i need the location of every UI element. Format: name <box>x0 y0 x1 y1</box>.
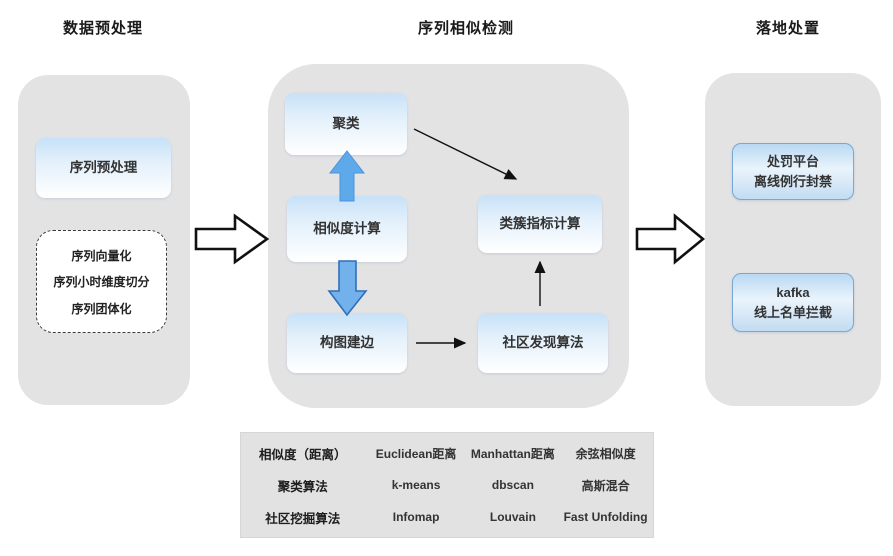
dashed-steps-box: 序列向量化 序列小时维度切分 序列团体化 <box>36 230 167 333</box>
legend-value: 高斯混合 <box>581 478 630 493</box>
legend-value: 余弦相似度 <box>575 446 636 461</box>
legend-value: Infomap <box>392 510 440 524</box>
node-graph-build: 构图建边 <box>287 313 407 373</box>
legend-label: 社区挖掘算法 <box>265 511 341 526</box>
step-item: 序列小时维度切分 <box>53 275 150 289</box>
node-label: 聚类 <box>332 115 360 131</box>
column-header-similarity-detection: 序列相似检测 <box>417 20 514 37</box>
node-label: 社区发现算法 <box>502 334 584 350</box>
legend-value: Euclidean距离 <box>375 446 457 461</box>
legend-label: 聚类算法 <box>277 479 328 494</box>
column-header-preprocessing: 数据预处理 <box>62 20 143 37</box>
legend-value: dbscan <box>491 478 534 492</box>
disposal-panel <box>705 73 881 406</box>
node-label: 相似度计算 <box>313 220 381 236</box>
node-label: 序列预处理 <box>69 159 138 175</box>
node-clustering: 聚类 <box>285 93 407 155</box>
node-label: 类簇指标计算 <box>499 215 581 231</box>
node-label-line1: 处罚平台 <box>766 154 819 169</box>
node-label-line2: 离线例行封禁 <box>753 173 832 189</box>
node-cluster-metrics: 类簇指标计算 <box>478 195 602 253</box>
legend-value: Fast Unfolding <box>563 510 648 524</box>
node-kafka: kafka 线上名单拦截 <box>732 273 854 332</box>
column-header-disposal: 落地处置 <box>755 20 820 37</box>
legend-row: 社区挖掘算法 Infomap Louvain Fast Unfolding <box>241 501 653 533</box>
node-sequence-preprocess: 序列预处理 <box>36 138 171 198</box>
flow-arrow-right-icon <box>635 213 706 265</box>
node-punish-platform: 处罚平台 离线例行封禁 <box>732 143 854 200</box>
legend-value: k-means <box>391 478 441 492</box>
node-similarity-calc: 相似度计算 <box>287 196 407 262</box>
step-item: 序列向量化 <box>71 248 132 263</box>
node-label-line1: kafka <box>776 285 810 300</box>
node-label-line2: 线上名单拦截 <box>753 304 832 320</box>
node-label: 构图建边 <box>320 334 374 350</box>
legend-label: 相似度（距离） <box>259 447 347 462</box>
flow-arrow-left-icon <box>194 213 270 265</box>
legend-table: 相似度（距离） Euclidean距离 Manhattan距离 余弦相似度 聚类… <box>240 432 654 538</box>
step-item: 序列团体化 <box>71 301 132 316</box>
legend-value: Manhattan距离 <box>470 446 555 461</box>
legend-row: 聚类算法 k-means dbscan 高斯混合 <box>241 469 653 501</box>
legend-value: Louvain <box>489 510 536 524</box>
legend-row: 相似度（距离） Euclidean距离 Manhattan距离 余弦相似度 <box>241 437 653 469</box>
node-community-detection: 社区发现算法 <box>478 313 608 373</box>
